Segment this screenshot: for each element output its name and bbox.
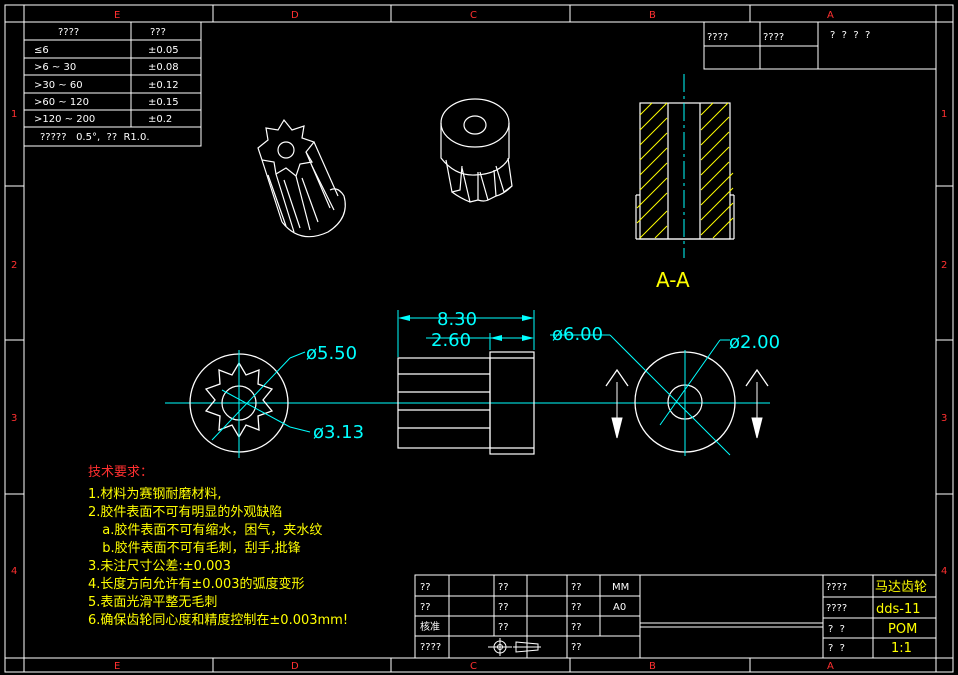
part-name: 马达齿轮 — [875, 580, 927, 595]
zone-right-3: 3 — [941, 413, 947, 424]
tb-cell: 核准 — [420, 620, 440, 633]
tb-label: ???? — [826, 582, 847, 593]
section-view-aa: A-A — [635, 74, 735, 292]
tol-row-range: >60 ~ 120 — [34, 97, 89, 108]
tb-cell: ???? — [420, 642, 441, 653]
tol-row-value: ±0.05 — [148, 45, 179, 56]
tb-cell: ?? — [498, 622, 509, 633]
material: POM — [888, 622, 917, 637]
tb-unit: MM — [612, 582, 629, 593]
gear-side-view: 8.30 2.60 — [397, 309, 535, 455]
dim-inner-diameter: ø3.13 — [313, 422, 364, 443]
tol-row-value: ±0.2 — [148, 114, 172, 125]
tol-row-range: >30 ~ 60 — [34, 80, 83, 91]
zone-right-4: 4 — [941, 566, 947, 577]
note-line: a.胶件表面不可有缩水，困气，夹水纹 — [94, 522, 322, 538]
scale: 1:1 — [891, 641, 912, 656]
tol-footer-note: ????? 0.5°, ?? R1.0. — [40, 132, 150, 143]
tb-label: ? ? — [828, 624, 845, 635]
tb-cell: ?? — [571, 582, 582, 593]
tol-row-range: >120 ~ 200 — [34, 114, 95, 125]
top-box-cell: ? ? ? ? — [830, 30, 870, 41]
gear-3d-view-left — [257, 118, 346, 238]
tol-header-range: ???? — [58, 27, 79, 38]
note-line: 6.确保齿轮同心度和精度控制在±0.003mm! — [88, 612, 348, 628]
zone-bottom-e: E — [114, 661, 120, 672]
zone-bottom-a: A — [827, 661, 834, 672]
note-line: 2.胶件表面不可有明显的外观缺陷 — [88, 504, 282, 520]
tb-cell: ?? — [498, 602, 509, 613]
zone-top-e: E — [114, 10, 120, 21]
zone-left-1: 1 — [11, 109, 17, 120]
tol-row-value: ±0.15 — [148, 97, 179, 108]
zone-bottom-d: D — [291, 661, 299, 672]
tolerance-table: ???? ??? ≤6 ±0.05 >6 ~ 30 ±0.08 >30 ~ 60… — [23, 21, 202, 147]
zone-labels: E D C B A E D C B A 1 2 3 4 1 2 3 4 — [11, 10, 947, 672]
note-line: 4.长度方向允许有±0.003的弧度变形 — [88, 576, 305, 592]
technical-notes: 技术要求： 1.材料为赛钢耐磨材料, 2.胶件表面不可有明显的外观缺陷 a.胶件… — [88, 465, 348, 628]
drawing-number: dds-11 — [876, 602, 921, 617]
notes-title: 技术要求： — [88, 465, 153, 480]
top-right-box: ???? ???? ? ? ? ? — [703, 21, 937, 70]
dim-hub-diameter: ø6.00 — [552, 324, 603, 345]
section-label: A-A — [656, 268, 690, 292]
title-block: ?? ?? ?? MM ?? ?? ?? A0 核准 ?? ?? ???? ??… — [414, 574, 937, 659]
tol-header-value: ??? — [150, 27, 166, 38]
tb-cell: ?? — [420, 602, 431, 613]
note-line: 3.未注尺寸公差:±0.003 — [88, 559, 231, 574]
tb-cell: ?? — [571, 642, 582, 653]
tb-cell: ?? — [498, 582, 509, 593]
note-line: b.胶件表面不可有毛刺，刮手,批锋 — [94, 540, 301, 556]
zone-top-c: C — [470, 10, 477, 21]
gear-end-view: ø6.00 ø2.00 — [550, 324, 780, 456]
projection-symbol-icon — [488, 638, 541, 656]
zone-bottom-c: C — [470, 661, 477, 672]
zone-right-1: 1 — [941, 109, 947, 120]
tb-label: ? ? — [828, 643, 845, 654]
zone-left-3: 3 — [11, 413, 17, 424]
tb-cell: ?? — [420, 582, 431, 593]
tol-row-value: ±0.08 — [148, 62, 179, 73]
zone-right-2: 2 — [941, 260, 947, 271]
tol-row-value: ±0.12 — [148, 80, 179, 91]
top-box-cell: ???? — [763, 32, 784, 43]
zone-left-2: 2 — [11, 260, 17, 271]
zone-top-a: A — [827, 10, 834, 21]
zone-left-4: 4 — [11, 566, 17, 577]
gear-3d-view-middle — [440, 98, 513, 203]
tb-sheet-size: A0 — [613, 602, 626, 613]
tb-cell: ?? — [571, 602, 582, 613]
dim-bore-diameter: ø2.00 — [729, 332, 780, 353]
tol-row-range: >6 ~ 30 — [34, 62, 76, 73]
dim-outer-diameter: ø5.50 — [306, 343, 357, 364]
zone-top-b: B — [649, 10, 656, 21]
zone-top-d: D — [291, 10, 299, 21]
tol-row-range: ≤6 — [34, 45, 49, 56]
dim-total-length: 8.30 — [437, 309, 477, 330]
zone-bottom-b: B — [649, 661, 656, 672]
note-line: 5.表面光滑平整无毛刺 — [88, 595, 217, 610]
dim-shaft-length: 2.60 — [431, 330, 471, 351]
note-line: 1.材料为赛钢耐磨材料, — [88, 486, 222, 502]
gear-front-view: ø5.50 ø3.13 — [189, 343, 364, 458]
top-box-cell: ???? — [707, 32, 728, 43]
tb-cell: ?? — [571, 622, 582, 633]
tb-label: ???? — [826, 603, 847, 614]
